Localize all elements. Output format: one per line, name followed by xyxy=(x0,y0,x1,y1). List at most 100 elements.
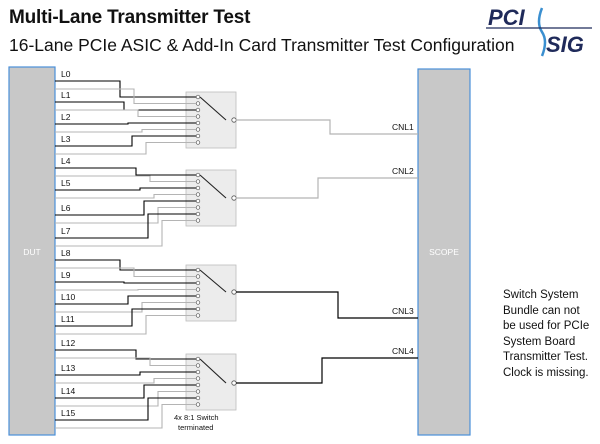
note-text: Switch System Bundle can not be used for… xyxy=(503,289,590,379)
lane-trace-n xyxy=(55,219,196,247)
lane-trace-p xyxy=(55,371,196,376)
switch-box xyxy=(185,264,237,322)
switch-lever xyxy=(199,269,227,293)
switch-input-pin xyxy=(195,172,201,178)
switch-input-pin xyxy=(195,218,201,223)
lane-trace-n xyxy=(55,403,196,429)
channel-label: CNL4 xyxy=(392,346,414,356)
lane-trace-n xyxy=(55,109,196,118)
scope-label: SCOPE xyxy=(429,247,459,257)
switch-output-pin xyxy=(231,380,237,386)
switch-input-pin xyxy=(195,369,201,375)
channel-trace xyxy=(236,291,418,319)
switch-input-pin xyxy=(195,363,201,368)
switch-2 xyxy=(185,169,237,227)
switch-lever xyxy=(199,96,227,121)
lane-label: L15 xyxy=(61,408,75,418)
lane-trace-n xyxy=(55,267,196,278)
lane-label: L9 xyxy=(61,270,71,280)
lane-trace-p xyxy=(55,295,196,305)
pci-sig-logo: PCI SIG xyxy=(486,5,592,57)
lane-trace-p xyxy=(55,122,196,125)
switch-output-pin xyxy=(231,289,237,295)
switch-input-pin xyxy=(195,389,201,394)
page-subtitle: 16-Lane PCIe ASIC & Add-In Card Transmit… xyxy=(9,35,515,55)
switch-input-pin xyxy=(195,114,201,119)
lane-trace-p xyxy=(55,397,196,421)
lane-trace-p xyxy=(55,259,196,271)
lane-label: L5 xyxy=(61,178,71,188)
lane-label: L11 xyxy=(61,314,75,324)
switch-input-pin xyxy=(195,127,201,132)
switch-input-pin xyxy=(195,179,201,184)
lane-label: L7 xyxy=(61,226,71,236)
switch-input-pin xyxy=(195,133,201,139)
switch-input-pin xyxy=(195,211,201,217)
lane-label: L1 xyxy=(61,90,71,100)
channel-trace xyxy=(236,119,418,135)
switch-input-pin xyxy=(195,94,201,100)
switch-3 xyxy=(185,264,237,322)
channel-label: CNL2 xyxy=(392,166,414,176)
channel-label: CNL1 xyxy=(392,122,414,132)
switch-input-pin xyxy=(195,293,201,299)
lane-trace-n xyxy=(55,141,196,155)
switch-input-pin xyxy=(195,198,201,204)
lane-trace-n xyxy=(55,390,196,407)
switch-input-pin xyxy=(195,382,201,388)
switch-input-pin xyxy=(195,287,201,292)
lane-trace-n xyxy=(55,357,196,367)
lane-label: L0 xyxy=(61,69,71,79)
lane-label: L3 xyxy=(61,134,71,144)
switch-box xyxy=(185,91,237,149)
lane-trace-n xyxy=(55,128,196,133)
lane-trace-n xyxy=(55,193,196,199)
switch-input-pin xyxy=(195,185,201,191)
switch-input-pin xyxy=(195,300,201,305)
lane-trace-n xyxy=(55,206,196,224)
lane-trace-n xyxy=(55,175,196,183)
lane-label: L6 xyxy=(61,203,71,213)
switch-input-pin xyxy=(195,280,201,286)
page-title: Multi-Lane Transmitter Test xyxy=(9,7,251,28)
scope-box xyxy=(417,68,471,436)
lane-trace-p xyxy=(55,135,196,147)
switch-input-pin xyxy=(195,395,201,401)
channel-label: CNL3 xyxy=(392,306,414,316)
lane-label: L14 xyxy=(61,386,75,396)
logo-swoosh-icon xyxy=(537,7,547,57)
switch-input-pin xyxy=(195,267,201,273)
switch-input-pin xyxy=(195,274,201,279)
switch-input-pin xyxy=(195,120,201,126)
switch-4 xyxy=(185,353,237,411)
lane-trace-p xyxy=(55,213,196,239)
lane-label: L2 xyxy=(61,112,71,122)
logo-bottom-text: SIG xyxy=(546,32,584,57)
switch-group xyxy=(185,91,237,411)
switch-caption-line2: terminated xyxy=(178,423,213,432)
switch-box xyxy=(185,169,237,227)
dut-label: DUT xyxy=(23,247,40,257)
lane-trace-p xyxy=(55,281,196,284)
lane-trace-p xyxy=(55,200,196,216)
switch-caption-line1: 4x 8:1 Switch xyxy=(174,413,219,422)
lane-trace-p xyxy=(55,101,196,111)
switch-input-pin xyxy=(195,306,201,312)
lane-trace-p xyxy=(55,187,196,191)
lane-label: L10 xyxy=(61,292,75,302)
lane-trace-n xyxy=(55,301,196,313)
lane-trace-p xyxy=(55,384,196,399)
lane-label: L12 xyxy=(61,338,75,348)
lane-trace-n xyxy=(55,288,196,291)
switch-input-pin xyxy=(195,313,201,318)
switch-input-pin xyxy=(195,402,201,407)
dut-box xyxy=(8,66,56,436)
lane-trace-n xyxy=(55,314,196,335)
switch-output-pin xyxy=(231,117,237,123)
channel-trace xyxy=(236,357,418,384)
lane-trace-n xyxy=(55,88,196,105)
switch-input-pin xyxy=(195,101,201,106)
lane-trace-n xyxy=(55,377,196,384)
